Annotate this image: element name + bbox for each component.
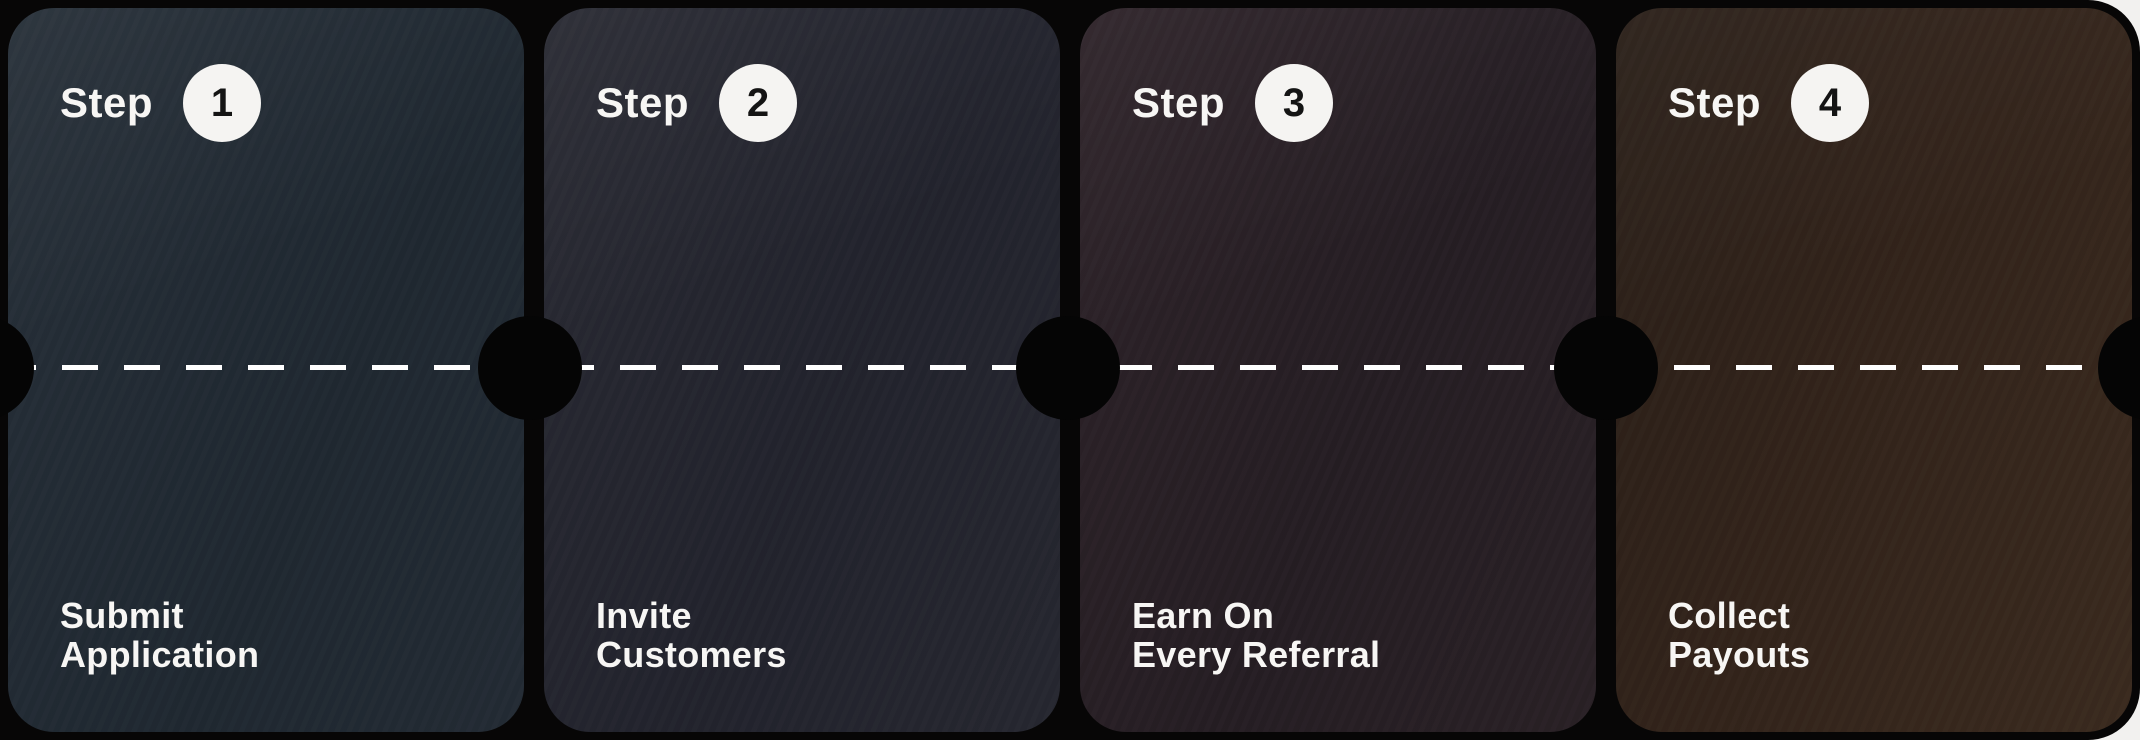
step-number: 3 <box>1282 81 1306 125</box>
step-number-badge: 1 <box>183 64 262 142</box>
step-number-badge: 3 <box>1255 64 1334 142</box>
step-title-line1: Submit <box>60 595 184 636</box>
step-title: Invite Customers <box>596 596 787 674</box>
step-label: Step <box>1132 79 1226 126</box>
step-title-line1: Earn On <box>1132 595 1275 636</box>
step-title-line2: Every Referral <box>1132 634 1381 675</box>
step-card-1: Step 1 Submit Application <box>8 8 524 732</box>
step-cards-row: Step 1 Submit Application Step 2 Invite … <box>8 8 2132 732</box>
step-label: Step <box>596 79 690 126</box>
step-number-badge: 2 <box>719 64 798 142</box>
step-header-1: Step 1 <box>60 64 262 142</box>
connector-dot-3 <box>1554 316 1658 420</box>
step-title-line2: Customers <box>596 634 787 675</box>
step-title-line2: Application <box>60 634 260 675</box>
step-card-2: Step 2 Invite Customers <box>544 8 1060 732</box>
step-title: Submit Application <box>60 596 259 674</box>
step-title: Earn On Every Referral <box>1132 596 1380 674</box>
step-number-badge: 4 <box>1791 64 1870 142</box>
step-title-line2: Payouts <box>1668 634 1811 675</box>
step-title: Collect Payouts <box>1668 596 1810 674</box>
step-title-line1: Invite <box>596 595 692 636</box>
connector-dot-2 <box>1016 316 1120 420</box>
step-number: 4 <box>1818 81 1842 125</box>
step-card-4: Step 4 Collect Payouts <box>1616 8 2132 732</box>
step-label: Step <box>1668 79 1762 126</box>
step-number: 1 <box>210 81 234 125</box>
connector-dot-1 <box>478 316 582 420</box>
step-header-4: Step 4 <box>1668 64 1870 142</box>
step-header-3: Step 3 <box>1132 64 1334 142</box>
step-card-3: Step 3 Earn On Every Referral <box>1080 8 1596 732</box>
step-label: Step <box>60 79 154 126</box>
step-header-2: Step 2 <box>596 64 798 142</box>
step-number: 2 <box>746 81 770 125</box>
step-title-line1: Collect <box>1668 595 1791 636</box>
